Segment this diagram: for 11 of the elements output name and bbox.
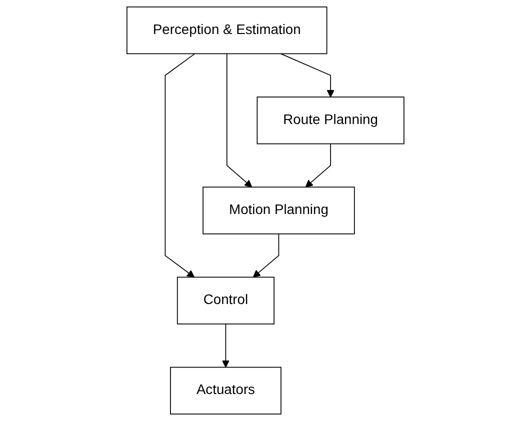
node-box: Control	[177, 276, 275, 324]
node-box: Motion Planning	[202, 186, 355, 234]
arrow	[305, 143, 332, 188]
arrow	[252, 233, 280, 278]
node-box: Actuators	[170, 366, 282, 414]
arrow	[222, 324, 230, 368]
node-box: Route Planning	[256, 96, 404, 144]
arrow	[280, 53, 334, 98]
node-box: Perception & Estimation	[126, 6, 328, 54]
arrow	[226, 53, 252, 188]
arrow	[164, 53, 196, 278]
